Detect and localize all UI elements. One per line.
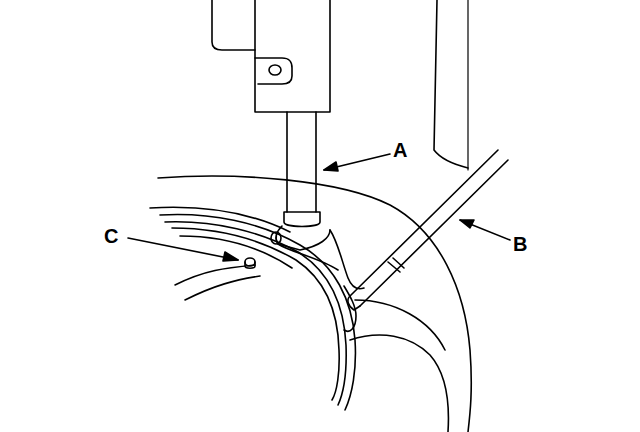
callout-letter: C	[104, 226, 118, 246]
callout-letter: A	[393, 140, 407, 160]
callout-letter: B	[513, 234, 527, 254]
